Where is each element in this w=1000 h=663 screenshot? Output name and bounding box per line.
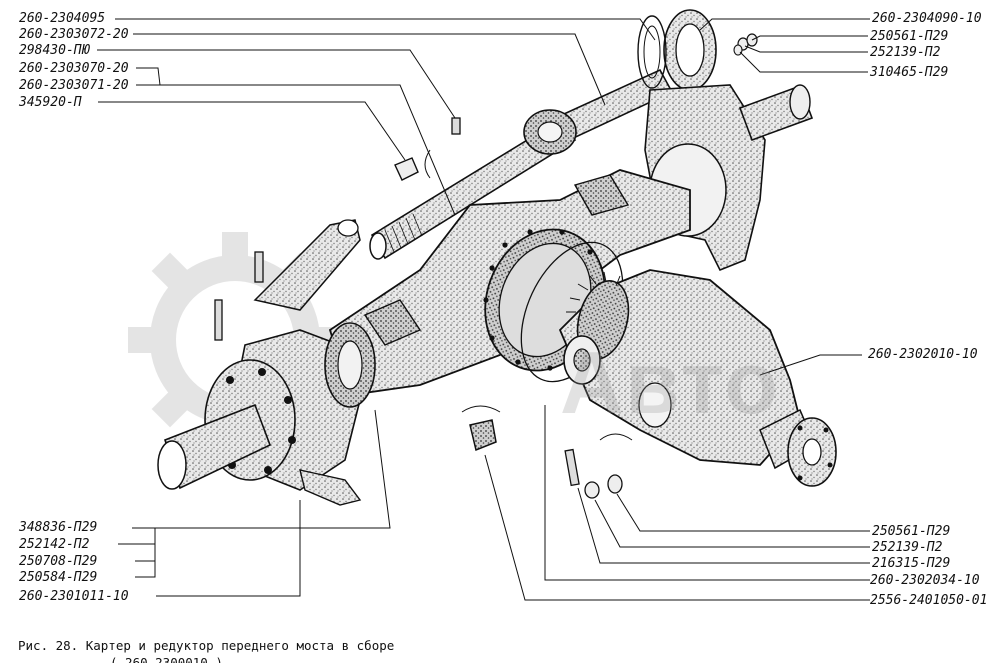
label-310465-p29: 310465-П29 — [870, 65, 949, 80]
label-260-2303071-20: 260-2303071-20 — [19, 78, 129, 93]
label-252139-p2-top: 252139-П2 — [870, 45, 941, 60]
label-345920-p: 345920-П — [19, 95, 82, 110]
label-260-2303072-20: 260-2303072-20 — [19, 27, 129, 42]
watermark-text: Авто — [560, 333, 781, 432]
label-260-2303070-20: 260-2303070-20 — [19, 61, 129, 76]
label-260-2302010-10: 260-2302010-10 — [868, 347, 978, 362]
label-260-2301011-10: 260-2301011-10 — [19, 589, 129, 604]
label-348836-p29: 348836-П29 — [19, 520, 98, 535]
steering-knuckle-left — [157, 219, 376, 506]
label-216315-p29: 216315-П29 — [872, 556, 951, 571]
label-252139-p2-bottom: 252139-П2 — [872, 540, 943, 555]
figure-caption-line2: ( 260-2300010 ) — [110, 655, 223, 663]
final-drive-assembly — [558, 269, 837, 487]
leader-lines — [97, 18, 870, 601]
figure-caption: Рис. 28. Картер и редуктор переднего мос… — [18, 638, 395, 653]
label-260-2302034-10: 260-2302034-10 — [870, 573, 980, 588]
label-260-2304090-10: 260-2304090-10 — [872, 11, 982, 26]
label-250561-p29-top: 250561-П29 — [870, 29, 949, 44]
label-250708-p29: 250708-П29 — [19, 554, 98, 569]
label-298430-pyu: 298430-ПЮ — [19, 43, 90, 58]
label-252142-p2: 252142-П2 — [19, 537, 90, 552]
label-260-2304095: 260-2304095 — [19, 11, 106, 26]
label-2556-2401050-01: 2556-2401050-01 — [870, 593, 988, 608]
label-250584-p29: 250584-П29 — [19, 570, 98, 585]
axle-shaft — [369, 68, 674, 260]
steering-knuckle-right — [644, 84, 814, 272]
label-250561-p29-bottom: 250561-П29 — [872, 524, 951, 539]
